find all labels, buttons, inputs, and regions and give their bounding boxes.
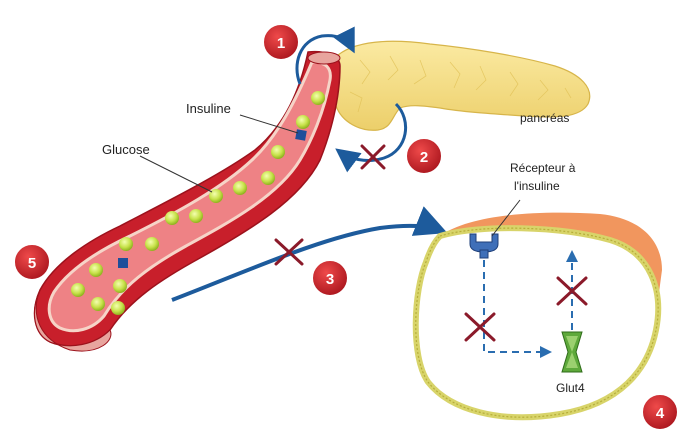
recepteur-label-line1: Récepteur à xyxy=(510,161,576,175)
glucose-molecule xyxy=(189,209,203,223)
step-badge-1: 1 xyxy=(263,24,299,60)
glucose-molecule xyxy=(91,297,105,311)
step-badge-2: 2 xyxy=(406,138,442,174)
insulin-molecule-icon xyxy=(118,258,128,268)
glucose-leader-line xyxy=(140,156,212,192)
step-number: 4 xyxy=(656,405,665,422)
step-number: 3 xyxy=(326,271,334,288)
step-badge-3: 3 xyxy=(312,260,348,296)
glucose-molecule xyxy=(89,263,103,277)
glucose-molecule xyxy=(145,237,159,251)
glucose-molecule xyxy=(113,279,127,293)
cross-icon xyxy=(362,146,384,168)
insuline-label: Insuline xyxy=(186,101,231,116)
glucose-molecule xyxy=(71,283,85,297)
step-badge-4: 4 xyxy=(642,394,678,430)
glut4-label: Glut4 xyxy=(556,381,585,395)
pancreas-label: pancréas xyxy=(520,111,569,125)
step-number: 2 xyxy=(420,149,428,166)
step-badge-5: 5 xyxy=(14,244,50,280)
glucose-molecule xyxy=(119,237,133,251)
insulin-molecule-icon xyxy=(295,129,307,141)
step-number: 5 xyxy=(28,255,36,272)
step-number: 1 xyxy=(277,35,285,52)
glucose-molecule xyxy=(165,211,179,225)
glucose-molecule xyxy=(311,91,325,105)
glucose-molecule xyxy=(261,171,275,185)
recepteur-label-line2: l'insuline xyxy=(514,179,560,193)
target-cell xyxy=(416,213,662,418)
blood-vessel xyxy=(35,52,340,351)
glucose-label: Glucose xyxy=(102,142,150,157)
glucose-molecule xyxy=(296,115,310,129)
glucose-molecule xyxy=(233,181,247,195)
glucose-molecule xyxy=(271,145,285,159)
glucose-molecule xyxy=(111,301,125,315)
